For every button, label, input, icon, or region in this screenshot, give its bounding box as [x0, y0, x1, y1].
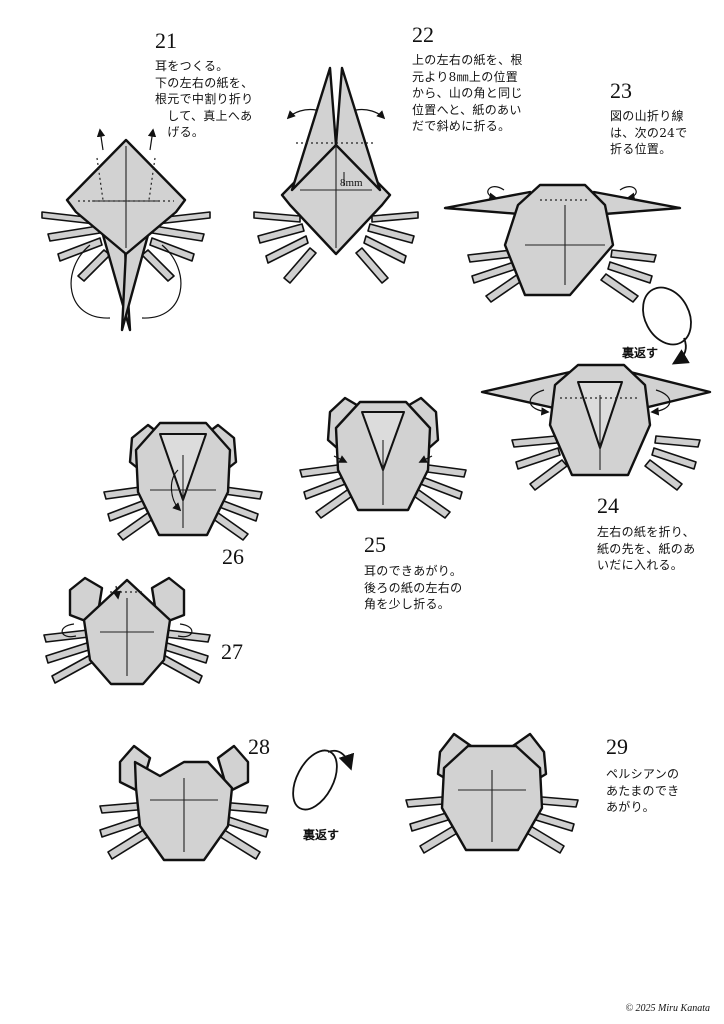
step-number-21: 21	[155, 28, 177, 53]
whiskers-left	[467, 249, 524, 303]
step-21-diagram	[41, 128, 211, 332]
step-number-29: 29	[606, 734, 628, 759]
head-body	[503, 183, 615, 297]
whiskers-left	[511, 435, 568, 491]
whiskers-right	[600, 249, 657, 303]
turn-over-arrow-icon	[642, 286, 692, 365]
whiskers-left	[253, 211, 317, 284]
whiskers-left	[41, 211, 111, 282]
fold-arrow-icon	[333, 455, 348, 463]
fold-arrow-icon	[96, 128, 106, 151]
whiskers-right	[644, 435, 701, 491]
step-number-22: 22	[412, 22, 434, 47]
step-number-27: 27	[221, 639, 243, 664]
step-27-diagram	[43, 576, 211, 686]
step-22-diagram: 8mm	[253, 66, 419, 284]
step-23-diagram	[443, 183, 682, 303]
fold-arrow-icon	[286, 108, 317, 120]
fold-arrow-icon	[147, 128, 157, 151]
turn-over-label-2: 裏返す	[303, 828, 340, 842]
whiskers-right	[355, 211, 419, 284]
fold-arrow-icon	[355, 108, 386, 120]
step-text-25: 耳のできあがり。 後ろの紙の左右の 角を少し折る。	[364, 564, 463, 611]
step-29-diagram	[405, 732, 579, 854]
step-text-22: 上の左右の紙を、根 元より8㎜上の位置 から、山の角と同じ 位置へと、紙のあい …	[412, 53, 523, 133]
step-number-23: 23	[610, 78, 632, 103]
turn-over-arrow-icon	[292, 749, 355, 811]
step-26-diagram	[103, 421, 263, 541]
fold-arrow-icon	[619, 186, 637, 201]
whiskers-right	[410, 463, 467, 519]
ear-point-left	[290, 66, 338, 192]
fold-arrow-icon	[170, 469, 182, 512]
step-28-diagram	[99, 744, 269, 862]
step-text-24: 左右の紙を折り、 紙の先を、紙のあ いだに入れる。	[597, 525, 696, 572]
fold-arrow-icon	[529, 389, 550, 416]
turn-over-label-1: 裏返す	[622, 346, 659, 360]
fold-arrow-icon	[112, 585, 122, 600]
step-text-23: 図の山折り線 は、次の24で 折る位置。	[610, 109, 688, 156]
fold-arrow-icon	[418, 455, 433, 463]
step-number-24: 24	[597, 493, 619, 518]
copyright-credit: © 2025 Miru Kanata	[625, 1003, 710, 1014]
step-25-diagram	[299, 396, 467, 519]
fold-arrow-icon	[650, 389, 671, 416]
fold-arrow-icon	[487, 186, 505, 201]
step-number-25: 25	[364, 532, 386, 557]
measure-label-8mm: 8mm	[340, 177, 363, 189]
step-number-26: 26	[222, 544, 244, 569]
step-text-21: 耳をつくる。 下の左右の紙を、 根元で中割り折り して、真上へあ げる。	[155, 59, 254, 139]
step-number-28: 28	[248, 734, 270, 759]
ear-point-right	[334, 66, 382, 192]
step-24-diagram	[480, 363, 712, 491]
step-text-29: ペルシアンの あたまのでき あがり。	[606, 767, 680, 814]
